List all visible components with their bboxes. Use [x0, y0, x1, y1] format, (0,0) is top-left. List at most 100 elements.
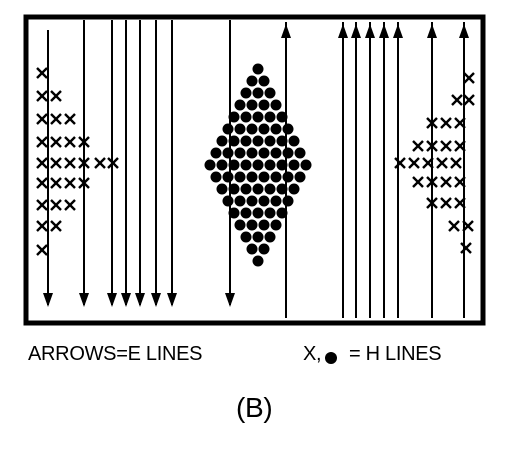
h-dot — [258, 147, 270, 159]
e-line-down — [135, 20, 145, 307]
x-mark — [450, 157, 462, 169]
arrowhead-down-icon — [225, 293, 235, 307]
e-line-up — [351, 22, 361, 318]
h-dot — [300, 159, 312, 171]
e-field-lines — [43, 20, 469, 318]
x-mark — [50, 220, 62, 232]
h-dot — [270, 219, 282, 231]
x-mark — [78, 157, 90, 169]
x-mark — [36, 199, 48, 211]
h-dot — [228, 111, 240, 123]
x-mark — [36, 136, 48, 148]
h-dot — [234, 171, 246, 183]
e-line-up — [379, 22, 389, 318]
x-mark — [412, 140, 424, 152]
arrowhead-up-icon — [379, 24, 389, 38]
x-mark — [451, 94, 463, 106]
h-dot — [246, 219, 258, 231]
h-dot — [234, 219, 246, 231]
h-dot — [216, 159, 228, 171]
h-dot — [270, 147, 282, 159]
x-mark — [454, 197, 466, 209]
h-dot — [228, 183, 240, 195]
x-mark — [78, 177, 90, 189]
x-mark — [426, 140, 438, 152]
x-mark — [454, 117, 466, 129]
x-mark — [426, 176, 438, 188]
e-line-up — [393, 22, 403, 318]
e-line-down — [43, 30, 53, 307]
h-dot — [258, 195, 270, 207]
x-mark — [460, 242, 472, 254]
e-line-up — [427, 22, 437, 318]
h-dot — [264, 111, 276, 123]
h-dot — [294, 147, 306, 159]
h-dot — [252, 231, 264, 243]
h-dot — [258, 123, 270, 135]
h-dot — [252, 87, 264, 99]
h-dot — [258, 99, 270, 111]
arrowhead-down-icon — [107, 293, 117, 307]
x-mark — [36, 244, 48, 256]
h-dot — [252, 111, 264, 123]
arrowhead-up-icon — [351, 24, 361, 38]
h-dot — [228, 207, 240, 219]
h-dot — [234, 123, 246, 135]
h-dot — [264, 135, 276, 147]
e-line-down — [151, 20, 161, 307]
arrowhead-up-icon — [338, 24, 348, 38]
x-mark — [436, 157, 448, 169]
x-mark — [78, 136, 90, 148]
figure-caption: (B) — [236, 392, 273, 423]
h-dot — [252, 255, 264, 267]
h-dot — [276, 183, 288, 195]
h-dot — [234, 99, 246, 111]
h-dot — [246, 171, 258, 183]
x-mark — [50, 136, 62, 148]
x-mark — [394, 157, 406, 169]
e-line-up — [281, 22, 291, 318]
h-dot — [264, 207, 276, 219]
h-dot — [258, 171, 270, 183]
h-dot — [210, 171, 222, 183]
x-mark — [64, 177, 76, 189]
h-dot — [246, 99, 258, 111]
arrowhead-down-icon — [135, 293, 145, 307]
h-dot — [234, 147, 246, 159]
arrowhead-down-icon — [121, 293, 131, 307]
x-mark — [412, 176, 424, 188]
h-dot — [276, 135, 288, 147]
x-mark — [50, 157, 62, 169]
arrowhead-up-icon — [427, 24, 437, 38]
x-mark — [94, 157, 106, 169]
h-dot — [276, 207, 288, 219]
h-dot — [258, 243, 270, 255]
arrowhead-up-icon — [393, 24, 403, 38]
h-field-x-marks — [36, 67, 475, 256]
arrowhead-up-icon — [365, 24, 375, 38]
h-dot — [270, 195, 282, 207]
x-mark — [462, 220, 474, 232]
h-dot — [240, 135, 252, 147]
h-dot — [276, 111, 288, 123]
x-mark — [107, 157, 119, 169]
h-dot — [240, 207, 252, 219]
x-mark — [64, 157, 76, 169]
arrowhead-down-icon — [151, 293, 161, 307]
arrowhead-down-icon — [79, 293, 89, 307]
h-dot — [264, 87, 276, 99]
x-mark — [422, 157, 434, 169]
arrowhead-up-icon — [281, 24, 291, 38]
h-dot — [222, 195, 234, 207]
h-dot — [240, 111, 252, 123]
x-mark — [426, 197, 438, 209]
x-mark — [36, 90, 48, 102]
h-dot — [270, 123, 282, 135]
x-mark — [64, 199, 76, 211]
h-dot — [252, 63, 264, 75]
h-dot — [234, 195, 246, 207]
h-dot — [228, 159, 240, 171]
h-dot — [204, 159, 216, 171]
x-mark — [454, 140, 466, 152]
h-dot — [282, 195, 294, 207]
